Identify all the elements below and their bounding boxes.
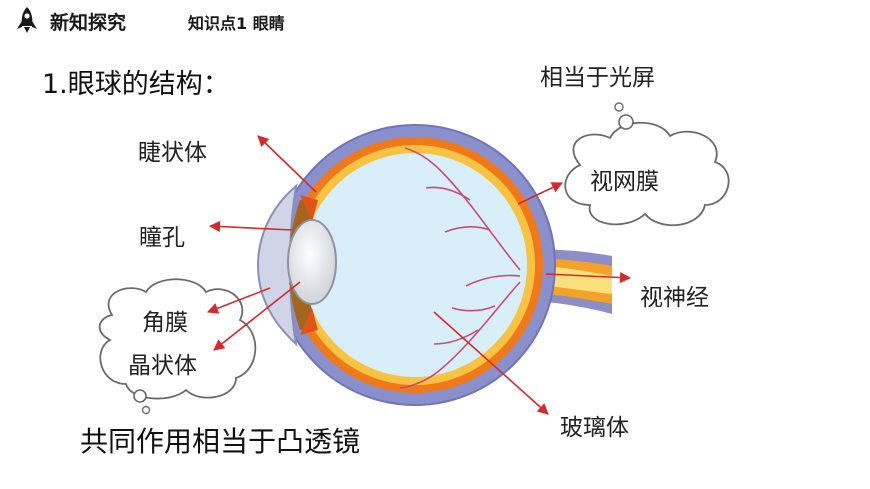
label-screen-note: 相当于光屏 [540,65,655,91]
bottom-note: 共同作用相当于凸透镜 [80,425,361,458]
retina-thought-cloud [564,102,730,227]
topic-title: 知识点1 眼睛 [188,14,285,33]
label-optic-nerve: 视神经 [640,285,709,311]
arrow-retina [517,182,564,205]
label-ciliary-body: 睫状体 [138,140,207,166]
eyeball [274,124,556,406]
label-vitreous: 玻璃体 [560,415,629,441]
rocket-icon [17,7,37,33]
anterior-segment [256,183,337,347]
label-arrows [206,135,632,415]
arrow-lens [213,281,301,351]
label-cornea: 角膜 [142,310,188,336]
arrow-vitreous [433,311,549,415]
arrow-cornea [206,287,271,314]
label-retina: 视网膜 [590,169,659,195]
section-title: 新知探究 [50,12,127,34]
lens-shape [287,219,337,305]
label-lens: 晶状体 [128,353,197,379]
arrow-pupil [208,220,293,233]
page-title: 1.眼球的结构： [42,69,230,100]
arrow-ciliary-body [257,135,317,193]
retinal-vessels [399,147,521,389]
label-pupil: 瞳孔 [139,225,185,251]
arrow-optic-nerve [545,271,632,284]
header-bar: 新知探究 知识点1 眼睛 [0,0,870,40]
